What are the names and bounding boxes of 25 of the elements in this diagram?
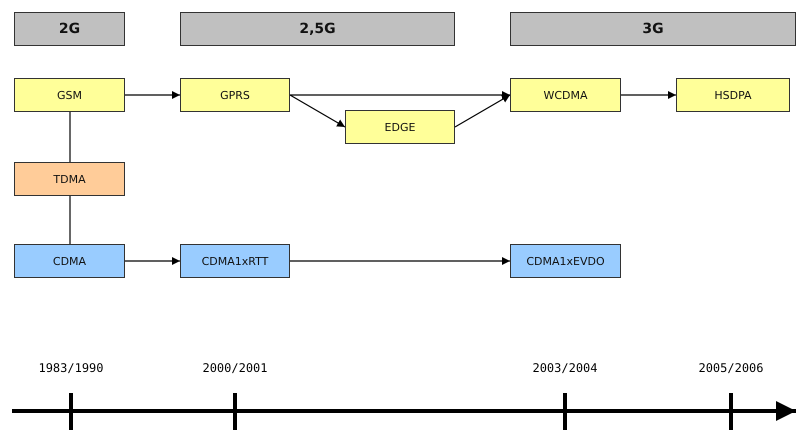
generation-header: 2G bbox=[14, 12, 125, 46]
year-label: 2005/2006 bbox=[698, 361, 764, 375]
technology-box: GPRS bbox=[180, 78, 290, 112]
arrow bbox=[290, 257, 510, 265]
technology-box: EDGE bbox=[345, 110, 455, 144]
arrow bbox=[621, 91, 676, 99]
year-label: 1983/1990 bbox=[38, 361, 104, 375]
connector-line bbox=[69, 112, 71, 162]
arrow bbox=[125, 91, 180, 99]
technology-box: CDMA bbox=[14, 244, 125, 278]
year-label: 2000/2001 bbox=[202, 361, 268, 375]
technology-box: CDMA1xRTT bbox=[180, 244, 290, 278]
technology-box: TDMA bbox=[14, 162, 125, 196]
arrow bbox=[290, 94, 346, 128]
technology-box: HSDPA bbox=[676, 78, 790, 112]
year-label: 2003/2004 bbox=[532, 361, 598, 375]
connector-line bbox=[69, 196, 71, 244]
technology-box: CDMA1xEVDO bbox=[510, 244, 621, 278]
arrow bbox=[290, 91, 510, 99]
technology-box: GSM bbox=[14, 78, 125, 112]
generation-header: 2,5G bbox=[180, 12, 455, 46]
technology-box: WCDMA bbox=[510, 78, 621, 112]
arrow bbox=[454, 94, 510, 128]
arrow bbox=[125, 257, 180, 265]
generation-header: 3G bbox=[510, 12, 796, 46]
